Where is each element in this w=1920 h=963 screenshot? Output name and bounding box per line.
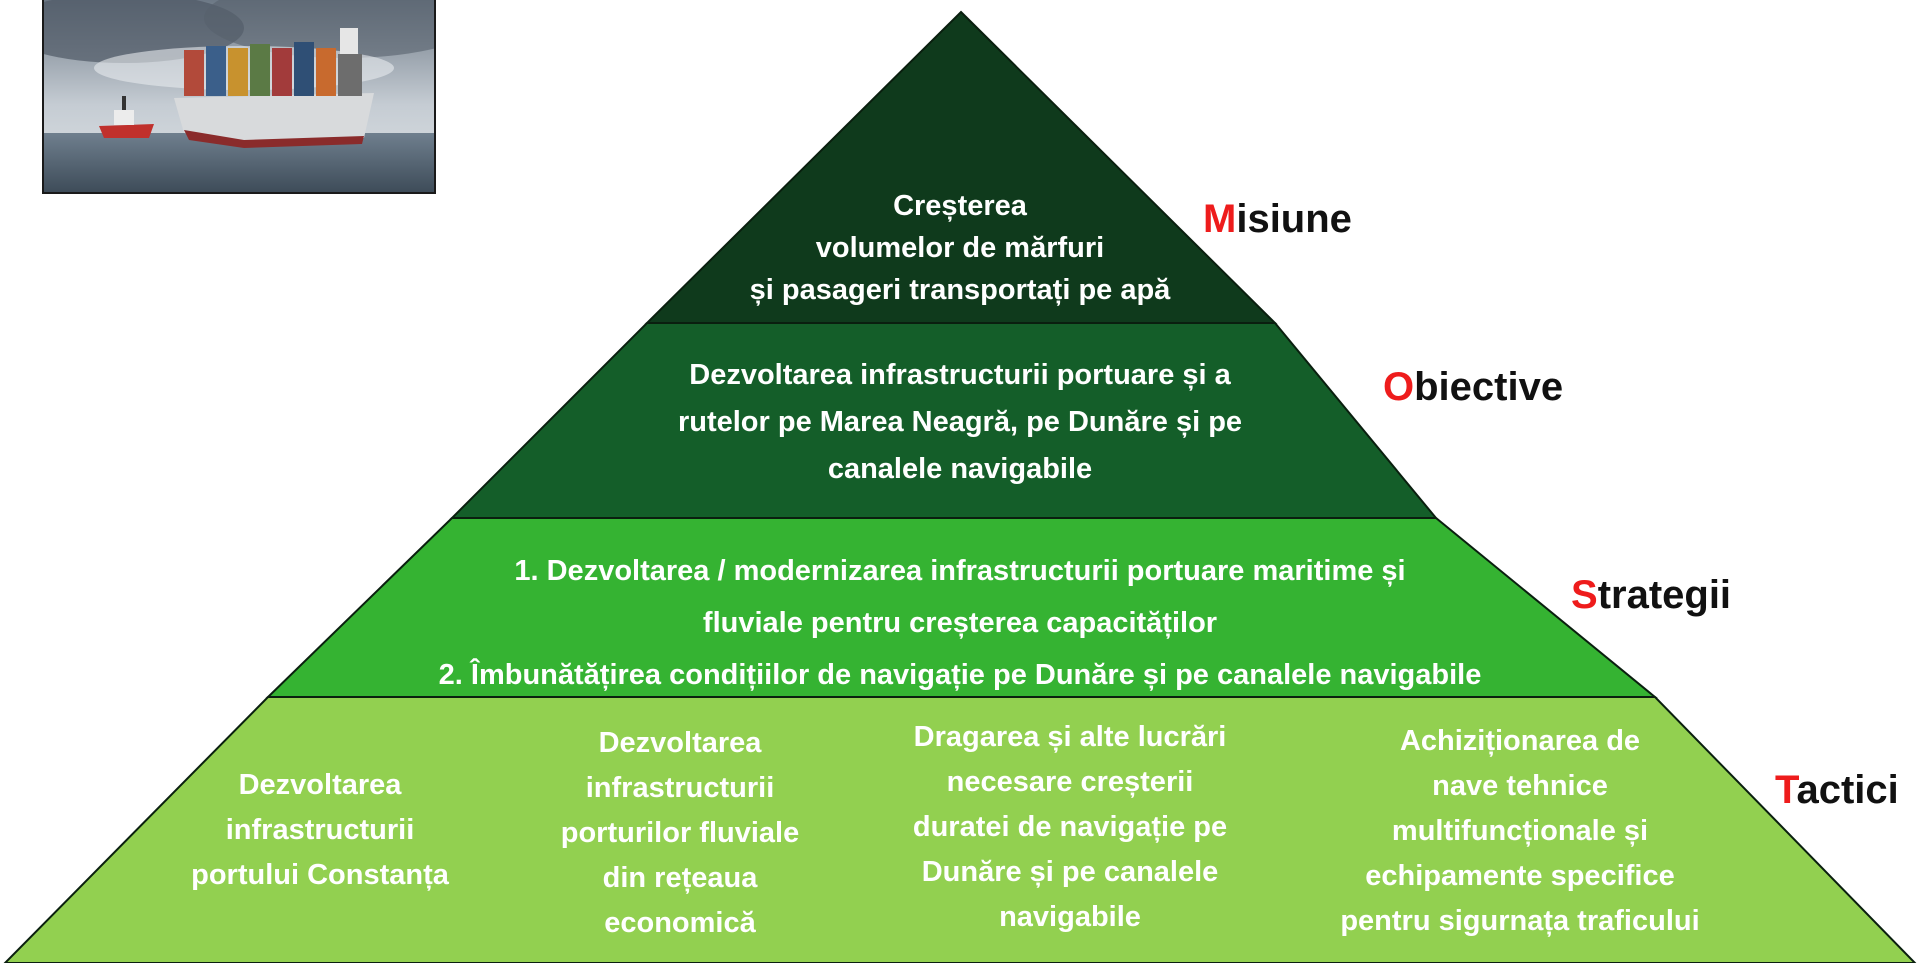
strategies-line: 1. Dezvoltarea / modernizarea infrastruc… (514, 555, 1406, 587)
tactic-constanta-port: Dezvoltarea infrastructurii portului Con… (165, 763, 475, 898)
objectives-line: canalele navigabile (827, 453, 1093, 485)
tactic-line: Dunăre și pe canalele (921, 856, 1219, 888)
tactic-dredging: Dragarea și alte lucrări necesare crește… (880, 715, 1260, 940)
label-initial: S (1571, 573, 1598, 617)
tactic-line: pentru sigurnața traficului (1340, 905, 1700, 937)
tactic-line: Achiziționarea de (1399, 725, 1641, 757)
tactic-line: economică (604, 907, 756, 939)
level-label-objectives: Obiective (1383, 365, 1563, 410)
tactic-line: nave tehnice (1432, 770, 1608, 802)
tactic-river-ports: Dezvoltarea infrastructurii porturilor f… (530, 721, 830, 946)
level-label-mission: Misiune (1203, 197, 1352, 242)
label-rest: biective (1414, 365, 1564, 409)
tactic-line: portului Constanța (191, 859, 449, 891)
objectives-line: Dezvoltarea infrastructurii portuare și … (689, 359, 1231, 391)
pyramid-tier-tactics (3, 696, 1917, 963)
tactic-line: Dezvoltarea (238, 769, 402, 801)
tactic-line: navigabile (999, 901, 1141, 933)
tactic-line: infrastructurii (585, 772, 775, 804)
tactic-line: din rețeaua (602, 862, 758, 894)
mission-line: și pasageri transportați pe apă (749, 274, 1171, 306)
strategies-line: 2. Îmbunătățirea condițiilor de navigați… (438, 659, 1482, 691)
label-rest: trategii (1597, 573, 1732, 617)
label-rest: actici (1796, 768, 1899, 812)
tactic-technical-vessels: Achiziționarea de nave tehnice multifunc… (1300, 719, 1740, 944)
strategies-line: fluviale pentru creșterea capacităților (702, 607, 1218, 639)
tactic-line: duratei de navigație pe (912, 811, 1228, 843)
tactic-line: Dezvoltarea (598, 727, 762, 759)
label-initial: O (1383, 365, 1415, 409)
objectives-line: rutelor pe Marea Neagră, pe Dunăre și pe (677, 406, 1243, 438)
strategies-text: 1. Dezvoltarea / modernizarea infrastruc… (330, 545, 1590, 701)
label-initial: T (1775, 768, 1797, 812)
container-ship-illustration (44, 0, 434, 192)
container-ship-photo (42, 0, 436, 194)
tactic-line: infrastructurii (225, 814, 415, 846)
tactic-line: echipamente specifice (1365, 860, 1675, 892)
label-initial: M (1203, 197, 1237, 241)
objectives-text: Dezvoltarea infrastructurii portuare și … (560, 352, 1360, 493)
level-label-strategies: Strategii (1571, 573, 1731, 618)
tactic-line: porturilor fluviale (560, 817, 800, 849)
tactic-line: Dragarea și alte lucrări (913, 721, 1227, 753)
tactic-line: necesare creșterii (946, 766, 1194, 798)
mission-text: Creșterea volumelor de mărfuri și pasage… (680, 185, 1240, 311)
mission-line: Creșterea (893, 190, 1027, 222)
level-label-tactics: Tactici (1775, 768, 1899, 813)
mission-line: volumelor de mărfuri (815, 232, 1105, 264)
label-rest: isiune (1236, 197, 1352, 241)
tactic-line: multifuncționale și (1391, 815, 1649, 847)
